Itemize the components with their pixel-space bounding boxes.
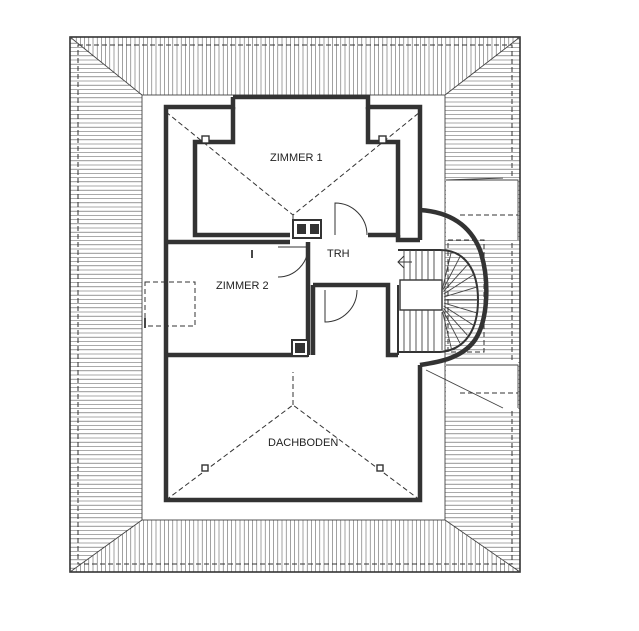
roof-hip-lines (69, 36, 521, 573)
roof-slope-left (70, 38, 142, 569)
door-zimmer-2 (277, 246, 309, 278)
corner-markers (144, 135, 398, 472)
roof-outline (69, 36, 521, 573)
spiral-staircase (397, 239, 485, 353)
chimney-lower (291, 339, 309, 357)
right-dormer-upper (445, 177, 519, 240)
door-dachboden (324, 289, 358, 323)
right-dormer-lower (425, 362, 519, 410)
interior-walls (166, 107, 420, 358)
door-zimmer-1 (334, 202, 368, 236)
room-label-zimmer-2: ZIMMER 2 (216, 280, 269, 292)
room-label-trh: TRH (327, 248, 350, 260)
room-label-dachboden: DACHBODEN (268, 437, 338, 449)
roof-slope-right (445, 38, 520, 569)
room-label-zimmer-1: ZIMMER 1 (270, 152, 323, 164)
eave-dashed-line (77, 44, 513, 565)
chimney (292, 219, 322, 239)
roof-slope-top (71, 37, 518, 95)
